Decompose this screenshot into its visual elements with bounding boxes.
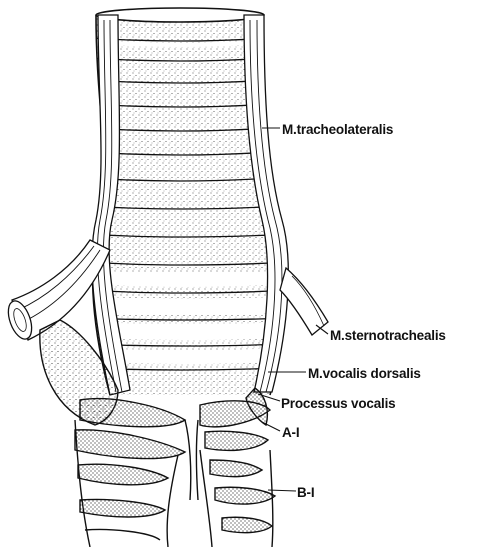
label-vocalis-dorsalis: M.vocalis dorsalis xyxy=(308,366,421,381)
label-sternotrachealis: M.sternotrachealis xyxy=(330,328,446,343)
label-b1: B-I xyxy=(297,485,314,500)
leader-a1 xyxy=(262,422,280,431)
label-tracheolateralis: M.tracheolateralis xyxy=(282,122,393,137)
trachea-opening xyxy=(96,8,264,22)
syrinx-rings xyxy=(75,399,275,547)
label-a1: A-I xyxy=(282,425,299,440)
label-processus-vocalis: Processus vocalis xyxy=(281,396,395,411)
